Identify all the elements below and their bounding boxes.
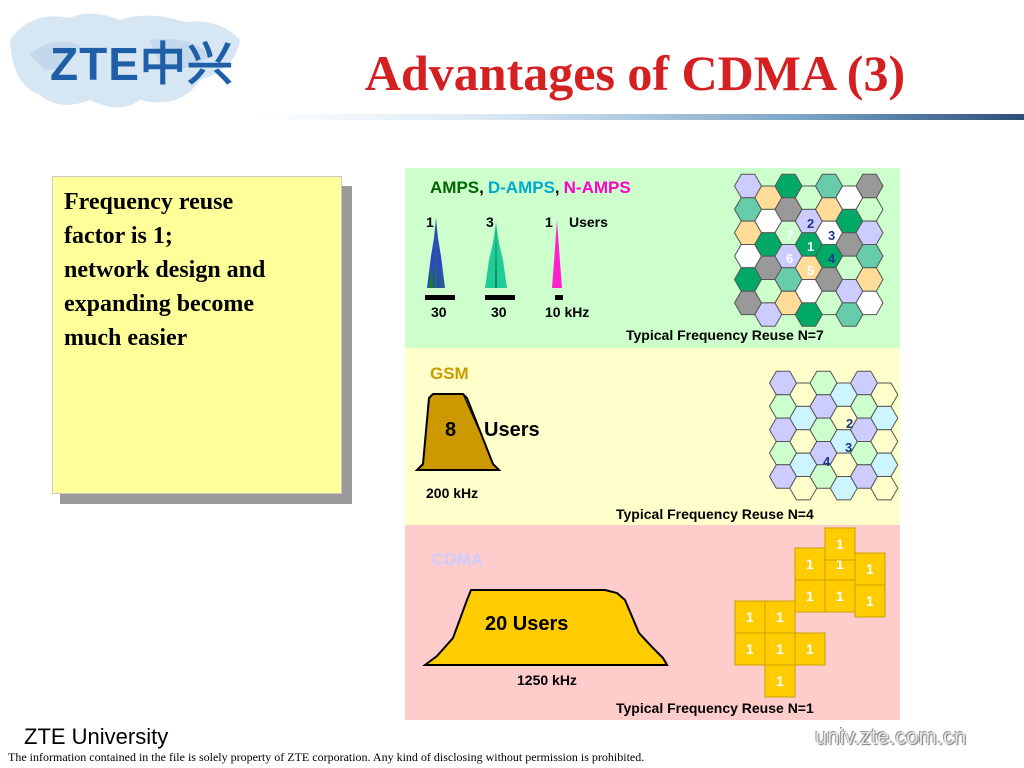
cell-label: 3	[828, 228, 835, 243]
cell-label: 6	[786, 251, 793, 266]
cdma-cell-label: 1	[836, 588, 844, 604]
cell-label: 5	[807, 263, 814, 278]
cdma-heading: CDMA	[432, 550, 483, 569]
footer-website: univ.zte.com.cn	[815, 724, 967, 749]
gsm-users-label: Users	[484, 419, 540, 441]
cdma-carrier-spectrum	[422, 589, 669, 666]
world-map-logo-background	[10, 13, 240, 108]
title-underline	[256, 114, 1024, 120]
cdma-cell	[824, 527, 856, 561]
amps-bandwidth-bar	[425, 295, 455, 300]
cdma-cell-label: 1	[776, 673, 784, 689]
cdma-cell-label: 1	[836, 536, 844, 552]
gsm-bandwidth: 200 kHz	[426, 485, 478, 501]
amps-label: AMPS	[430, 178, 479, 197]
gsm-user-count: 8	[445, 419, 456, 441]
cdma-cell	[854, 584, 886, 618]
amps-bandwidth: 30	[431, 304, 447, 320]
namps-label: N-AMPS	[564, 178, 631, 197]
slide-title: Advantages of CDMA (3)	[364, 45, 906, 101]
namps-bandwidth: 10 kHz	[545, 304, 589, 320]
cdma-cell	[734, 600, 766, 634]
cdma-cell-label: 1	[806, 556, 814, 572]
note-line: factor is 1;	[64, 223, 173, 249]
note-line: network design and	[64, 257, 266, 283]
damps-spectrum	[485, 218, 507, 288]
zte-logo: ZTE中兴	[50, 38, 234, 90]
reuse-7-cell-grid	[733, 173, 884, 327]
note-line: Frequency reuse	[64, 189, 234, 215]
footer-organization: ZTE University	[24, 724, 169, 749]
namps-spectrum	[552, 220, 562, 288]
cdma-cell-label: 1	[836, 556, 844, 572]
cdma-cell-label: 1	[866, 561, 874, 577]
reuse-4-cell-grid	[768, 370, 899, 501]
amps-user-count: 1	[426, 214, 434, 230]
amps-spectrum	[427, 216, 445, 288]
hex-cell	[870, 476, 899, 501]
reuse-4-cell-labels: 2 3 4	[823, 416, 853, 469]
access-technology-comparison-figure: AMPS,D-AMPS,N-AMPS 1 3 1 Users 30 30 10 …	[405, 168, 900, 720]
cdma-cell	[794, 547, 826, 581]
note-line: much easier	[64, 325, 188, 351]
cdma-cell	[794, 632, 826, 666]
damps-bandwidth: 30	[491, 304, 507, 320]
reuse-1-cell-cluster: 1 1 1 1 1 1 1 1 1 1 1 1 1	[734, 527, 886, 698]
amps-reuse-caption: Typical Frequency Reuse N=7	[626, 327, 824, 343]
cdma-users-label: 20 Users	[485, 613, 568, 635]
cdma-reuse-caption: Typical Frequency Reuse N=1	[616, 700, 814, 716]
cdma-cell-label: 1	[776, 641, 784, 657]
note-box: Frequency reuse factor is 1; network des…	[52, 176, 342, 494]
damps-bandwidth-bar	[485, 295, 515, 300]
amps-heading: AMPS,D-AMPS,N-AMPS	[430, 178, 631, 197]
cdma-cell-label: 1	[806, 641, 814, 657]
cdma-bandwidth: 1250 kHz	[517, 672, 577, 688]
cdma-cell-label: 1	[866, 593, 874, 609]
footer-disclaimer: The information contained in the file is…	[8, 750, 645, 764]
cell-label: 3	[845, 440, 852, 455]
cdma-cell	[764, 664, 796, 698]
cell-label: 7	[786, 228, 793, 243]
note-line: expanding become	[64, 291, 255, 317]
cell-label: 4	[828, 251, 836, 266]
namps-user-count: 1	[545, 214, 553, 230]
damps-label: D-AMPS	[488, 178, 555, 197]
cell-label: 1	[807, 239, 814, 254]
cell-label: 2	[846, 416, 853, 431]
cdma-cell	[764, 632, 796, 666]
amps-users-label: Users	[569, 214, 608, 230]
cdma-cell-label: 1	[776, 609, 784, 625]
cdma-cell	[794, 579, 826, 613]
namps-bandwidth-bar	[555, 295, 563, 300]
gsm-reuse-caption: Typical Frequency Reuse N=4	[616, 506, 814, 522]
reuse-7-cell-labels: 2 7 1 3 6 4 5	[786, 216, 836, 278]
gsm-heading: GSM	[430, 364, 469, 383]
hex-cell	[855, 290, 884, 316]
amps-separator: ,	[479, 178, 484, 197]
damps-user-count: 3	[486, 214, 494, 230]
cdma-cell-label: 1	[806, 588, 814, 604]
damps-separator: ,	[555, 178, 560, 197]
cdma-cell	[824, 579, 856, 613]
cdma-cell	[734, 632, 766, 666]
cell-label: 4	[823, 454, 831, 469]
cdma-cell-label: 1	[746, 641, 754, 657]
cell-label: 2	[807, 216, 814, 231]
cdma-cell-label: 1	[746, 609, 754, 625]
